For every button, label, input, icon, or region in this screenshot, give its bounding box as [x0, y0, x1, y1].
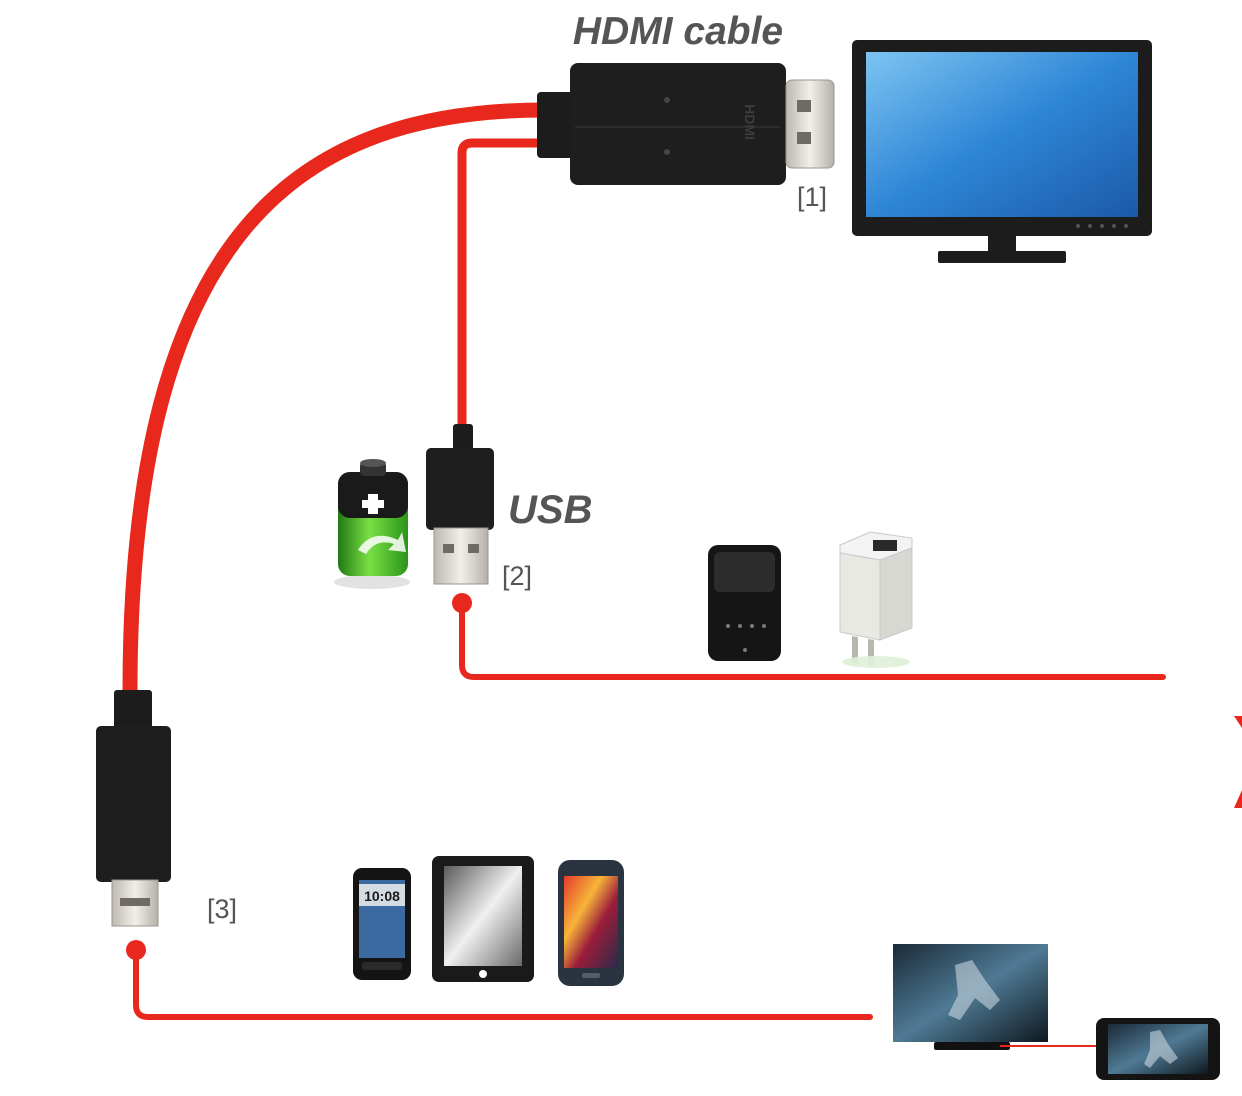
usb-line-to-chargers	[459, 602, 1166, 680]
monitor-screen	[866, 52, 1138, 217]
hdmi-plug-hole-1	[797, 100, 811, 112]
smartphone-icon: 10:08	[353, 868, 411, 980]
hdmi-cable-label: HDMI cable	[573, 10, 783, 53]
charger-shadow	[842, 656, 910, 668]
monitor-dot	[1124, 224, 1128, 228]
tablet-icon	[432, 856, 534, 982]
power-bank-led	[726, 624, 730, 628]
hdmi-plug-hole-2	[797, 132, 811, 144]
hdmi-dot-top	[664, 97, 670, 103]
usb-label: USB	[508, 488, 592, 532]
phone-3-screen-figure	[1144, 1030, 1178, 1068]
charger-front-face	[839, 552, 881, 641]
power-bank-led	[762, 624, 766, 628]
phone-1-clock-band	[359, 884, 405, 906]
hdmi-connector-body	[570, 63, 786, 185]
battery-shadow	[334, 575, 410, 589]
smartphone-icon	[558, 860, 624, 986]
marker-2-label: [2]	[502, 561, 532, 591]
tv-icon	[893, 944, 1098, 1050]
tv-screen-figure	[948, 960, 1000, 1020]
micro-usb-plug-slot	[120, 898, 150, 906]
usb-connector-body	[426, 448, 494, 530]
tv-stand	[934, 1042, 1010, 1050]
smartphone-icon	[1096, 1018, 1220, 1080]
monitor-icon	[852, 40, 1152, 263]
charger-side-face	[879, 547, 913, 641]
monitor-dot	[1088, 224, 1092, 228]
hdmi-plug-metal	[785, 79, 835, 169]
power-bank-icon	[708, 545, 781, 661]
phone-1-bottom-bar	[362, 962, 402, 970]
phone-1-clock-text: 10:08	[364, 888, 400, 904]
monitor-indicator-dots	[1076, 224, 1128, 228]
wall-charger-icon	[839, 531, 913, 668]
power-bank-led	[750, 624, 754, 628]
micro-usb-strain-relief	[114, 690, 152, 732]
battery-refresh-arrows	[358, 532, 406, 554]
power-bank-led	[738, 624, 742, 628]
red-cables	[122, 102, 1166, 1020]
battery-cap-top	[360, 459, 386, 467]
usb-connector	[426, 424, 494, 585]
usb-connector-dot	[452, 593, 472, 613]
edge-arrow-bottom	[1234, 790, 1242, 808]
monitor-dot	[1100, 224, 1104, 228]
power-bank-highlight	[714, 552, 775, 592]
marker-3-label: [3]	[207, 894, 237, 924]
tablet-screen	[444, 866, 522, 966]
phone-2-screen	[564, 876, 618, 968]
usb-branch-cable	[457, 138, 550, 433]
main-cable-to-micro-usb	[122, 102, 553, 698]
power-bank-led-bottom	[743, 648, 747, 652]
usb-plug-hole-1	[443, 544, 454, 553]
charger-usb-port	[873, 540, 897, 551]
hdmi-strain-relief	[537, 92, 577, 158]
usb-strain-relief	[453, 424, 473, 454]
micro-usb-connector	[96, 690, 171, 927]
micro-usb-connector-dot	[126, 940, 146, 960]
hdmi-plug-text: HDMI	[742, 104, 758, 140]
monitor-neck	[988, 236, 1016, 254]
hdmi-dot-bottom	[664, 149, 670, 155]
monitor-dot	[1112, 224, 1116, 228]
monitor-dot	[1076, 224, 1080, 228]
battery-charging-icon	[334, 459, 410, 589]
battery-plus-symbol	[362, 494, 384, 514]
micro-usb-line-to-devices	[133, 949, 873, 1020]
usb-plug-metal	[433, 527, 489, 585]
usb-plug-hole-2	[468, 544, 479, 553]
micro-usb-body	[96, 726, 171, 882]
monitor-base	[938, 251, 1066, 263]
edge-arrow-top	[1234, 716, 1242, 728]
hdmi-connector: HDMI	[537, 63, 835, 185]
phone-2-home-button	[582, 973, 600, 978]
tablet-home-button	[479, 970, 487, 978]
marker-1-label: [1]	[797, 182, 827, 212]
